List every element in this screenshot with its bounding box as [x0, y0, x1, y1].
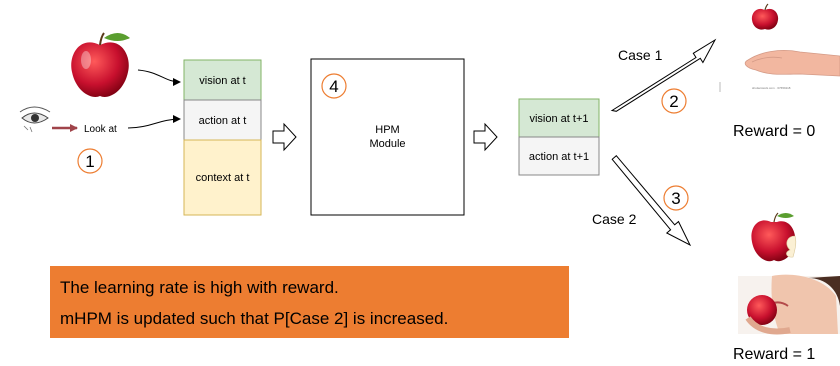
apple-to-vision-arrow	[137, 69, 181, 86]
hollow-arrow-to-output	[473, 122, 498, 152]
context-at-t-box	[183, 139, 262, 216]
apple-hand-image: shutterstock.com · 67659118	[719, 0, 840, 92]
action-at-t-label: action at t	[199, 115, 247, 127]
vision-at-t-label: vision at t	[199, 75, 245, 87]
step-circle-4	[321, 73, 347, 99]
step-number-2: 2	[669, 92, 678, 111]
case2-label: Case 2	[592, 211, 637, 227]
case1-arrow	[610, 38, 717, 112]
action-at-t1-label: action at t+1	[529, 151, 589, 163]
bitten-apple-image	[751, 212, 797, 262]
case2-arrow	[611, 154, 692, 247]
vision-at-t1-box	[518, 98, 600, 138]
context-at-t-label: context at t	[196, 172, 250, 184]
learning-note-box	[50, 266, 569, 338]
reward-1-label: Reward = 1	[733, 346, 815, 363]
step-number-3: 3	[671, 189, 680, 208]
person-eating-apple-image	[738, 274, 840, 335]
stock-caption: shutterstock.com · 67659118	[752, 86, 791, 90]
output-stack: vision at t+1 action at t+1	[518, 98, 600, 176]
hpm-module-line1: HPM	[375, 124, 399, 136]
eye-sketch-icon	[19, 106, 51, 133]
step-circle-3	[663, 185, 689, 211]
vision-at-t-box	[183, 59, 262, 101]
step-number-4: 4	[329, 77, 338, 96]
learning-note-line1: The learning rate is high with reward.	[60, 278, 339, 297]
reward-0-label: Reward = 0	[733, 123, 815, 140]
input-stack: vision at t action at t context at t	[183, 59, 262, 216]
hpm-module-line2: Module	[369, 138, 405, 150]
step-number-1: 1	[85, 152, 94, 171]
action-at-t1-box	[518, 136, 600, 176]
learning-note-line2: mHPM is updated such that P[Case 2] is i…	[60, 309, 448, 328]
step-circle-1	[77, 148, 103, 174]
case1-label: Case 1	[618, 47, 663, 63]
vision-at-t1-label: vision at t+1	[529, 113, 588, 125]
step-circle-2	[661, 88, 687, 114]
hollow-arrow-to-module	[272, 122, 297, 152]
look-at-label: Look at	[84, 124, 117, 135]
look-to-action-arrow	[127, 115, 181, 129]
apple-image	[71, 32, 130, 97]
